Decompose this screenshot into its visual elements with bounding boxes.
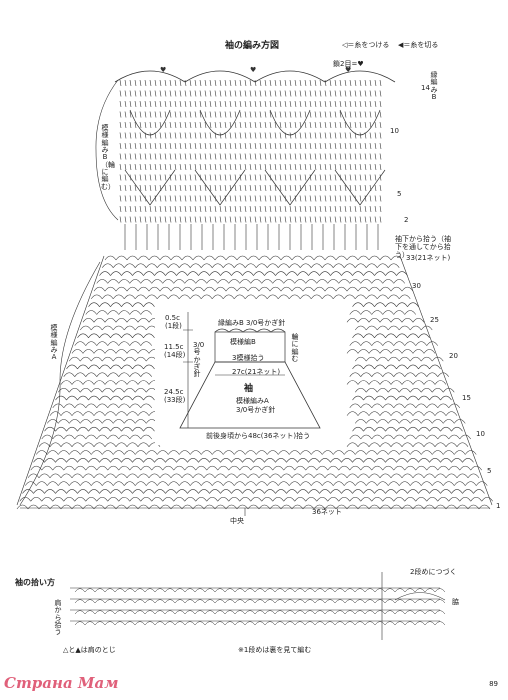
pattern-b-sleeve-label: 模様編みB（輪に編む） [101, 124, 115, 191]
pickup-side: 脇 [452, 598, 459, 606]
row-number-2: 2 [404, 216, 409, 224]
schematic-bottom: 前後身頃から48c(36ネット)拾う [206, 432, 311, 440]
height-115: 11.5c [164, 343, 184, 351]
row-number-1: 1 [496, 502, 501, 510]
svg-text:♥: ♥ [345, 66, 351, 74]
stitch-count-33: 33(21ネット) [406, 254, 451, 262]
legend-attach: ◁＝糸をつける [342, 41, 390, 49]
height-245: 24.5c [164, 388, 184, 396]
height-245-rows: (33段) [164, 396, 186, 404]
pickup-note-bottom-right: ※1段めは裏を見て編む [238, 646, 312, 654]
row-number-5-side: 5 [487, 467, 492, 475]
row-number-20: 20 [449, 352, 458, 360]
rows-label: 鎖2目=♥ [333, 60, 364, 68]
pickup-shoulder: 肩から拾う [54, 599, 62, 637]
pickup-continue: 2段めにつづく [410, 568, 457, 576]
pattern-b-edge-label: 縁編みB [430, 71, 438, 102]
svg-text:♥: ♥ [250, 66, 256, 74]
schematic-sleeve-label: 袖 [244, 384, 254, 394]
svg-text:♥: ♥ [160, 66, 166, 74]
schematic-pattern-a: 模様編みA [236, 397, 269, 405]
row-number-10: 10 [390, 127, 399, 135]
schematic-hook-a: 3/0号かぎ針 [236, 406, 276, 414]
pickup-note: 袖下から拾う（袖下を通してから拾う） [395, 235, 451, 260]
schematic-pickup: 3模様拾う [232, 354, 265, 362]
schematic-box [155, 300, 345, 445]
schematic-hook-b: 3/0号かぎ針 [193, 341, 205, 379]
pickup-title: 袖の拾い方 [15, 578, 55, 587]
row-number-25: 25 [430, 316, 439, 324]
legend-cut: ◀＝糸を切る [398, 41, 439, 49]
bottom-count: 36ネット [312, 508, 342, 516]
row-number-30: 30 [412, 282, 421, 290]
schematic-pattern-b: 模様編B [230, 338, 256, 346]
schematic-edge-b: 縁編みB 3/0号かぎ針 [218, 319, 286, 327]
height-05: 0.5c [165, 314, 180, 322]
center-label: 中央 [230, 517, 244, 525]
row-number-10: 10 [476, 430, 485, 438]
pickup-note-bottom-left: △と▲は肩のとじ [63, 646, 116, 654]
schematic-width: 27c(21ネット) [232, 368, 281, 376]
height-05-rows: (1段) [165, 322, 182, 330]
page-title: 袖の編み方図 [225, 41, 280, 51]
pattern-a-label: 模様編みA [50, 324, 58, 362]
row-number-5: 5 [397, 190, 402, 198]
row-number-15: 15 [462, 394, 471, 402]
site-watermark: Страна Мам [4, 674, 119, 692]
height-115-rows: (14段) [164, 351, 186, 359]
schematic-round: 輪に編む [291, 333, 299, 364]
row-number-14: 14 [421, 84, 430, 92]
page-number: 89 [489, 680, 498, 688]
